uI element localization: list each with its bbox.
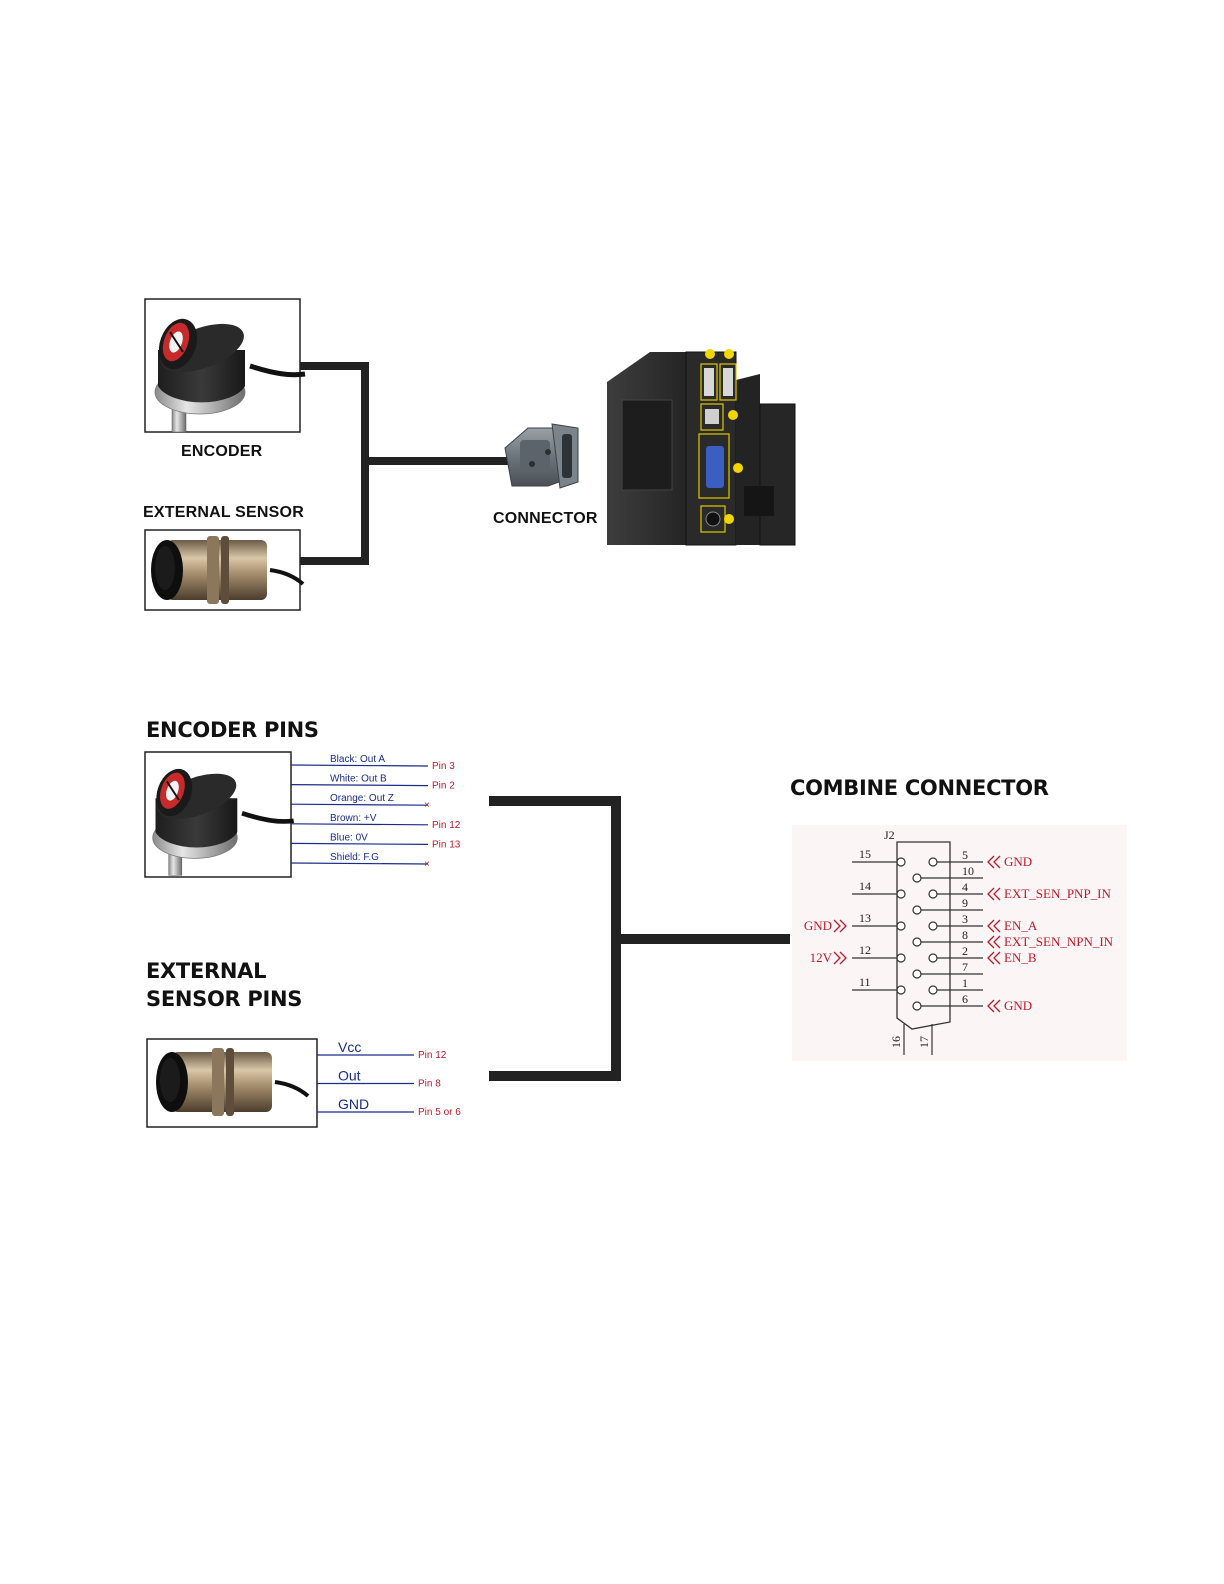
schematic-net-label: GND — [1004, 854, 1032, 869]
controller-device-photo — [607, 349, 796, 546]
sensor-wire-label: Vcc — [338, 1039, 361, 1055]
schematic-pin-contact — [912, 937, 922, 947]
bottom-cable — [489, 796, 790, 1081]
schematic-pin-number: 3 — [962, 912, 968, 926]
encoder-wire-line — [290, 842, 429, 846]
sensor-wire-pin: Pin 8 — [418, 1079, 441, 1090]
encoder-wire-line — [290, 764, 429, 767]
schematic-pin-number: 2 — [962, 944, 968, 958]
schematic-pin-contact — [928, 921, 938, 931]
schematic-pin-contact — [896, 985, 906, 995]
sensor-photo-top — [144, 529, 305, 611]
schematic-net-label: GND — [804, 918, 832, 933]
schematic-pin-number: 1 — [962, 976, 968, 990]
encoder-wire-pin: Pin 2 — [432, 781, 455, 792]
schematic-net-label: EXT_SEN_NPN_IN — [1004, 934, 1114, 949]
schematic-pin-contact — [896, 857, 906, 867]
encoder-label: ENCODER — [181, 443, 263, 460]
encoder-wire-pin: × — [424, 800, 430, 811]
schematic-pin-contact — [912, 873, 922, 883]
top-cable — [300, 362, 512, 565]
encoder-pins-heading: ENCODER PINS — [146, 718, 319, 742]
schematic-net-label: GND — [1004, 998, 1032, 1013]
encoder-wire-line — [290, 783, 429, 787]
encoder-wire-label: Orange: Out Z — [330, 793, 394, 804]
encoder-wire-pin: Pin 13 — [432, 839, 461, 850]
sensor-wire-pin: Pin 5 or 6 — [418, 1107, 461, 1118]
db-connector-photo — [504, 423, 579, 489]
encoder-wire-label: Brown: +V — [330, 813, 377, 824]
encoder-wire-pin: Pin 3 — [432, 761, 455, 772]
schematic-net-label: EN_A — [1004, 918, 1038, 933]
schematic-pin-number: 5 — [962, 848, 968, 862]
schematic-net-arrow — [987, 919, 1001, 933]
schematic-pin-number: 15 — [859, 847, 871, 861]
schematic-pin-contact — [896, 921, 906, 931]
encoder-wire-pin: × — [424, 859, 430, 870]
schematic-pin-contact — [928, 985, 938, 995]
sensor-pins-heading-line2: SENSOR PINS — [146, 987, 303, 1011]
schematic-pin-number: 11 — [859, 975, 871, 989]
schematic-pin-number: 8 — [962, 928, 968, 942]
schematic-net-arrow — [833, 951, 847, 965]
schematic-net-arrow — [987, 999, 1001, 1013]
schematic-pin-number: 14 — [859, 879, 871, 893]
schematic-net-label: 12V — [810, 950, 833, 965]
schematic-net-arrow — [987, 935, 1001, 949]
schematic-pin-number: 10 — [962, 864, 974, 878]
encoder-wire-label: Black: Out A — [330, 754, 385, 765]
encoder-wire-line — [290, 823, 429, 826]
schematic-net-arrow — [987, 855, 1001, 869]
schematic-pin-contact — [928, 889, 938, 899]
schematic-pin-contact — [928, 953, 938, 963]
sensor-wire-pin: Pin 12 — [418, 1050, 447, 1061]
encoder-wire-label: Shield: F.G — [330, 852, 379, 863]
schematic-pin-number: 9 — [962, 896, 968, 910]
encoder-photo-bottom — [144, 751, 294, 878]
schematic-pin-number: 6 — [962, 992, 968, 1006]
schematic-net-label: EN_B — [1004, 950, 1037, 965]
schematic-pin-contact — [912, 1001, 922, 1011]
schematic-pin-contact — [912, 969, 922, 979]
schematic-pin-number: 4 — [962, 880, 968, 894]
schematic-pin-number: 7 — [962, 960, 968, 974]
combine-connector-heading: COMBINE CONNECTOR — [790, 776, 1049, 800]
sensor-pins-heading-line1: EXTERNAL — [146, 959, 267, 983]
schematic-pin-number: 13 — [859, 911, 871, 925]
schematic-ref: J2 — [884, 828, 895, 842]
schematic-net-label: EXT_SEN_PNP_IN — [1004, 886, 1112, 901]
sensor-wire-label: Out — [338, 1068, 361, 1084]
encoder-wire-pin: Pin 12 — [432, 820, 461, 831]
encoder-wire-label: White: Out B — [330, 774, 387, 785]
schematic-net-arrow — [833, 919, 847, 933]
schematic-pin-contact — [896, 953, 906, 963]
schematic-pin-contact — [896, 889, 906, 899]
encoder-wire-line — [290, 862, 429, 865]
connector-label: CONNECTOR — [493, 510, 598, 527]
schematic-pin-contact — [928, 857, 938, 867]
sensor-wire-label: GND — [338, 1096, 369, 1112]
schematic-pin-number: 12 — [859, 943, 871, 957]
external-sensor-label: EXTERNAL SENSOR — [143, 504, 304, 521]
sensor-photo-bottom — [146, 1038, 318, 1128]
schematic-pin-contact — [912, 905, 922, 915]
encoder-wire-label: Blue: 0V — [330, 832, 368, 843]
encoder-wire-line — [290, 803, 429, 806]
schematic-pin-number: 17 — [917, 1036, 931, 1048]
schematic-net-arrow — [987, 887, 1001, 901]
encoder-photo-top — [144, 298, 305, 432]
encoder-wire-group: Black: Out A Pin 3 White: Out B Pin 2 Orange… — [290, 754, 461, 870]
schematic-net-arrow — [987, 951, 1001, 965]
schematic-pin-number: 16 — [889, 1036, 903, 1048]
